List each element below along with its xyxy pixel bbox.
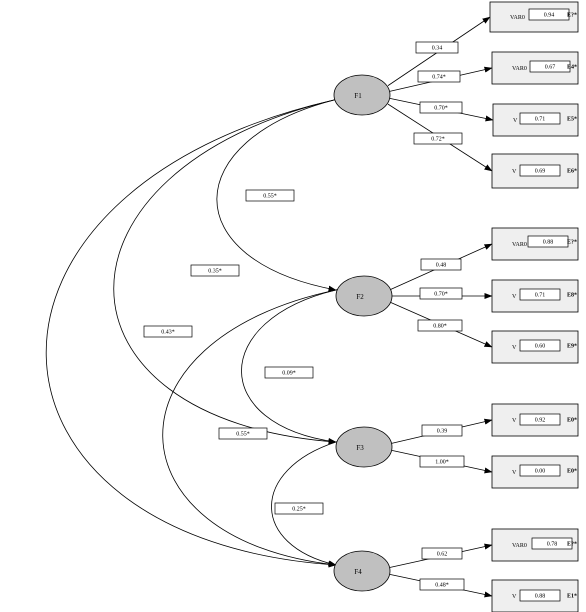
error-term-label: E?* xyxy=(567,542,577,548)
loading-value: 0.48 xyxy=(436,263,447,269)
correlation-curve-f2-f3 xyxy=(241,285,344,444)
loading-label-box xyxy=(417,70,461,83)
residual-value: 0.00 xyxy=(535,469,546,475)
factor-f1-ellipse xyxy=(333,74,391,116)
residual-box xyxy=(529,60,571,73)
factor-f3-ellipse xyxy=(335,426,393,468)
residual-value: 0.71 xyxy=(535,293,546,299)
indicator-label: V xyxy=(512,294,517,300)
indicator-label: V xyxy=(512,345,517,351)
error-term-label: E6* xyxy=(567,169,577,175)
residual-box xyxy=(519,589,561,602)
correlation-label-box xyxy=(264,366,314,379)
factor-f4-ellipse xyxy=(333,550,391,592)
residual-box xyxy=(519,464,561,477)
indicator-label: V xyxy=(513,118,518,124)
loading-value: 0.74* xyxy=(432,75,446,81)
indicator-label: V xyxy=(512,418,517,424)
correlation-value: 0.09* xyxy=(282,371,296,377)
error-term-label: E0* xyxy=(567,469,577,475)
residual-value: 0.94 xyxy=(544,13,555,19)
loading-value: 0.72* xyxy=(431,137,445,143)
correlation-curve-f1-f2 xyxy=(216,95,343,292)
residual-box xyxy=(519,112,561,125)
correlation-value: 0.55* xyxy=(263,194,277,200)
residual-value: 0.69 xyxy=(535,169,546,175)
loading-label-box xyxy=(419,287,463,300)
correlation-curve-f1-f3 xyxy=(113,95,342,445)
correlation-curve-f2-f4 xyxy=(162,285,344,568)
residual-box xyxy=(519,288,561,301)
residual-box xyxy=(519,164,561,177)
loading-value: 0.70* xyxy=(434,106,448,112)
correlation-value: 0.55* xyxy=(236,432,250,438)
residual-box xyxy=(531,537,573,550)
factor-label: F3 xyxy=(356,444,364,452)
factor-label: F1 xyxy=(354,92,362,100)
loading-label-box xyxy=(415,41,459,54)
correlation-curve-f1-f4 xyxy=(45,95,342,568)
residual-box xyxy=(519,339,561,352)
residual-box xyxy=(528,8,570,21)
indicator-label: VAR0 xyxy=(512,66,527,72)
loading-label-box xyxy=(419,578,465,591)
error-term-label: E4* xyxy=(567,65,577,71)
factor-label: F4 xyxy=(354,568,362,576)
indicator-label: VAR0 xyxy=(510,15,525,21)
correlation-value: 0.35* xyxy=(208,269,222,275)
loading-label-box xyxy=(421,547,463,560)
correlation-curve-f3-f4 xyxy=(271,436,345,567)
correlation-label-box xyxy=(143,325,193,338)
residual-value: 0.88 xyxy=(535,594,546,600)
residual-box xyxy=(519,413,561,426)
correlation-value: 0.25* xyxy=(292,507,306,513)
residual-value: 0.60 xyxy=(535,344,546,350)
loading-value: 0.80* xyxy=(433,324,447,330)
loading-label-box xyxy=(417,319,463,332)
residual-box xyxy=(527,235,569,248)
indicator-label: VAR0 xyxy=(512,242,527,248)
residual-value: 0.78 xyxy=(547,542,558,548)
loading-label-box xyxy=(419,455,465,468)
loading-label-box xyxy=(421,424,463,437)
correlation-label-box xyxy=(218,427,268,440)
correlation-label-box xyxy=(274,502,324,515)
error-term-label: E8* xyxy=(567,293,577,299)
loading-label-box xyxy=(420,258,462,271)
loading-value: 0.34 xyxy=(432,46,443,52)
residual-value: 0.92 xyxy=(535,418,546,424)
loading-label-box xyxy=(413,132,463,145)
error-term-label: E0* xyxy=(567,418,577,424)
error-term-label: E?* xyxy=(567,240,577,246)
loading-value: 0.70* xyxy=(434,292,448,298)
residual-value: 0.67 xyxy=(545,65,556,71)
loading-value: 1.00* xyxy=(435,460,449,466)
correlation-label-box xyxy=(190,264,240,277)
loading-value: 0.62 xyxy=(437,552,448,558)
loading-value: 0.48* xyxy=(435,583,449,589)
residual-value: 0.88 xyxy=(543,240,554,246)
correlation-value: 0.43* xyxy=(161,330,175,336)
correlation-label-box xyxy=(245,189,295,202)
indicator-label: V xyxy=(512,169,517,175)
loading-label-box xyxy=(419,101,463,114)
error-term-label: E?* xyxy=(567,13,577,19)
error-term-label: E5* xyxy=(567,117,577,123)
loading-value: 0.39 xyxy=(437,429,448,435)
residual-value: 0.71 xyxy=(535,117,546,123)
indicator-label: V xyxy=(512,470,517,476)
factor-label: F2 xyxy=(356,293,364,301)
error-term-label: E1* xyxy=(567,594,577,600)
indicator-label: V xyxy=(512,594,517,600)
error-term-label: E9* xyxy=(567,344,577,350)
indicator-box xyxy=(492,103,579,137)
indicator-label: VAR0 xyxy=(512,543,527,549)
factor-f2-ellipse xyxy=(335,275,393,317)
